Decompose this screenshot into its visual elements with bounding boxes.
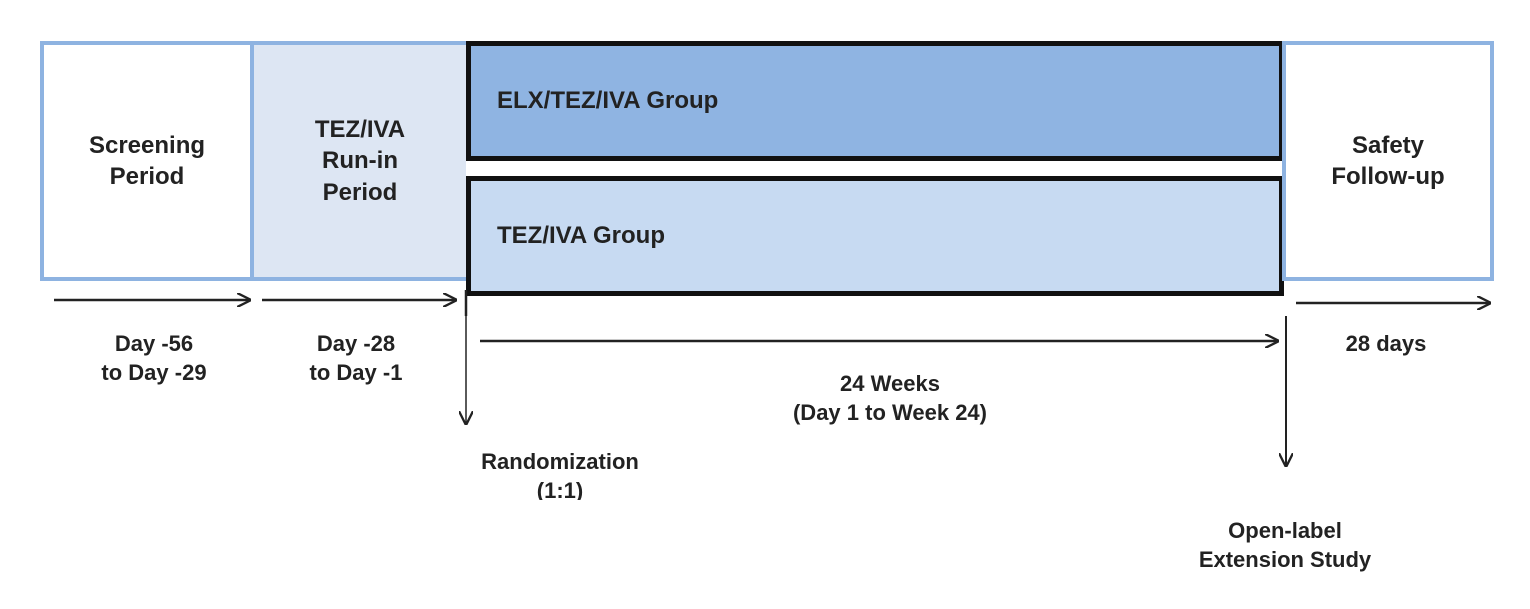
randomization-line2: (1:1) <box>536 477 584 500</box>
randomization-label: Randomization (1:1) <box>430 448 690 500</box>
treatment-duration-line1: 24 Weeks <box>840 371 940 396</box>
runin-days-line2: to Day -1 <box>309 359 403 385</box>
screening-period-box: Screening Period <box>40 41 254 281</box>
safety-followup-box: Safety Follow-up <box>1282 41 1494 281</box>
screening-days-line1: Day -56 <box>114 331 194 356</box>
screening-period-label-line1: Screening <box>88 131 206 159</box>
randomization-line1: Randomization <box>481 449 639 474</box>
safety-days-label: 28 days <box>1296 330 1476 359</box>
extension-line1: Open-label <box>1228 518 1342 543</box>
treatment-duration-label: 24 Weeks (Day 1 to Week 24) <box>720 370 1060 427</box>
elx-tez-iva-group-label: ELX/TEZ/IVA Group <box>497 87 719 115</box>
tez-iva-group-label: TEZ/IVA Group <box>497 222 665 250</box>
treatment-duration-line2: (Day 1 to Week 24) <box>792 399 987 425</box>
runin-period-label-line2: Run-in <box>322 147 398 175</box>
runin-days-line1: Day -28 <box>316 331 396 356</box>
runin-period-label-line3: Period <box>322 178 398 206</box>
elx-tez-iva-group-box: ELX/TEZ/IVA Group <box>466 41 1284 161</box>
runin-period-label-line1: TEZ/IVA <box>314 116 406 144</box>
extension-study-label: Open-label Extension Study <box>1160 517 1410 574</box>
safety-followup-label-line2: Follow-up <box>1331 163 1445 190</box>
screening-days-label: Day -56 to Day -29 <box>54 330 254 387</box>
safety-followup-label-line1: Safety <box>1351 131 1425 159</box>
runin-days-label: Day -28 to Day -1 <box>256 330 456 387</box>
safety-days-line1: 28 days <box>1345 331 1427 356</box>
screening-period-label-line2: Period <box>109 163 185 190</box>
extension-line2: Extension Study <box>1198 546 1372 572</box>
screening-days-line2: to Day -29 <box>101 359 207 385</box>
tez-iva-group-box: TEZ/IVA Group <box>466 176 1284 296</box>
